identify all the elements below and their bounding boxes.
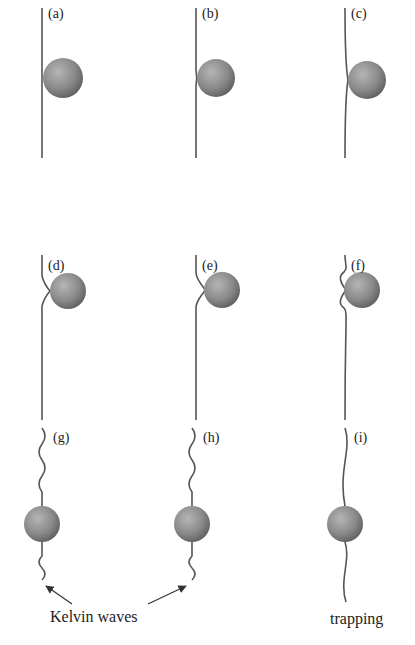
panel-letter: (h) [203,430,219,445]
sphere [174,506,210,542]
vortex-line [41,8,43,158]
vortex-line [345,8,348,158]
leader-arrows [46,586,186,604]
sphere [197,59,235,97]
spheres [24,58,386,542]
vortex-line [39,428,45,580]
panel-letter: (c) [351,6,367,21]
panel-letter: (f) [351,258,365,273]
sphere [50,273,86,309]
sphere [43,58,83,98]
vortex-line [195,8,197,158]
vortex-line [196,255,205,420]
caption-note: Kelvin waves [50,608,138,626]
leader-arrow [46,586,72,604]
caption-note: trapping [330,610,383,628]
panel-letter: (i) [354,430,367,445]
sphere [344,272,380,308]
vortex-lines [39,8,348,602]
panel-letter: (g) [53,430,69,445]
panel-letter: (a) [48,6,64,21]
panel-letter: (d) [48,258,64,273]
panel-letter: (b) [202,6,218,21]
vortex-line [42,255,50,420]
sphere [327,506,363,542]
sphere [24,506,60,542]
panel-letter: (e) [202,258,218,273]
vortex-line [340,255,346,420]
sphere [348,61,386,99]
sphere [204,272,240,308]
vortex-line [189,428,195,580]
leader-arrow [148,586,186,604]
